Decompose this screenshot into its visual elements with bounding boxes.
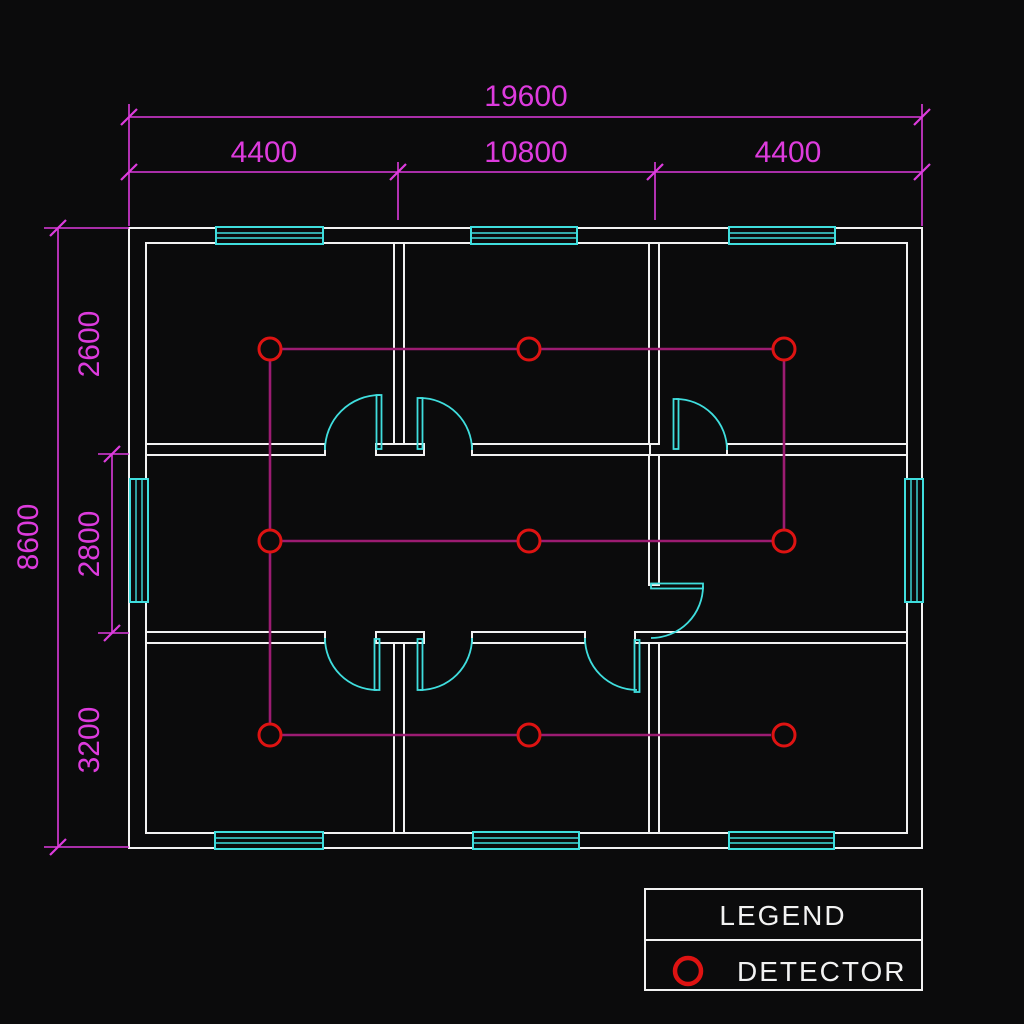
dim-label-overall-width: 19600	[484, 80, 567, 113]
dim-label-height-top: 2600	[73, 311, 106, 378]
detector-symbol	[257, 528, 283, 554]
legend-item-label: DETECTOR	[737, 956, 907, 987]
detector-symbols	[257, 336, 797, 748]
dimension-annotations: 19600 4400 10800 4400 8600 2600 2800 320…	[12, 80, 931, 856]
window	[904, 478, 924, 603]
door	[324, 637, 381, 691]
door	[416, 397, 473, 451]
detector-symbol	[257, 722, 283, 748]
detector-symbol	[771, 528, 797, 554]
wall-segment	[634, 631, 908, 644]
legend-detector-icon	[672, 955, 704, 987]
detector-symbol	[516, 336, 542, 362]
wall-segment	[471, 631, 586, 644]
wall-segment	[648, 242, 660, 445]
door	[672, 398, 728, 451]
window	[728, 831, 835, 850]
wall-segment	[145, 631, 326, 644]
detector-symbol	[771, 336, 797, 362]
dim-label-height-bottom: 3200	[73, 707, 106, 774]
window	[215, 226, 324, 245]
detector-symbol	[516, 722, 542, 748]
detector-connectors	[268, 347, 786, 737]
window	[472, 831, 580, 850]
exterior-walls	[128, 227, 923, 849]
window	[728, 226, 836, 245]
doors	[324, 394, 728, 693]
dim-label-width-left: 4400	[231, 136, 298, 169]
detector-symbol	[516, 528, 542, 554]
wall-segment	[471, 443, 651, 456]
dim-label-width-center: 10800	[484, 136, 567, 169]
door	[584, 637, 641, 693]
dim-label-overall-height: 8600	[12, 504, 45, 571]
legend-title: LEGEND	[719, 900, 846, 931]
wall-segment	[726, 443, 908, 456]
detector-symbol	[771, 722, 797, 748]
outer-wall-line	[128, 227, 923, 849]
door	[324, 394, 383, 451]
dim-label-width-right: 4400	[755, 136, 822, 169]
wall-segment	[648, 642, 660, 834]
dimension-ticks	[49, 108, 931, 856]
legend: LEGEND DETECTOR	[644, 888, 923, 991]
door	[416, 637, 473, 691]
door	[650, 582, 704, 639]
wall-segment	[393, 242, 405, 445]
wall-segment	[648, 454, 660, 586]
windows	[129, 226, 924, 850]
wall-segment	[145, 443, 326, 456]
wall-segment	[393, 642, 405, 834]
detector-symbol	[257, 336, 283, 362]
dim-label-height-middle: 2800	[73, 511, 106, 578]
window	[470, 226, 578, 245]
window	[129, 478, 149, 603]
window	[214, 831, 324, 850]
